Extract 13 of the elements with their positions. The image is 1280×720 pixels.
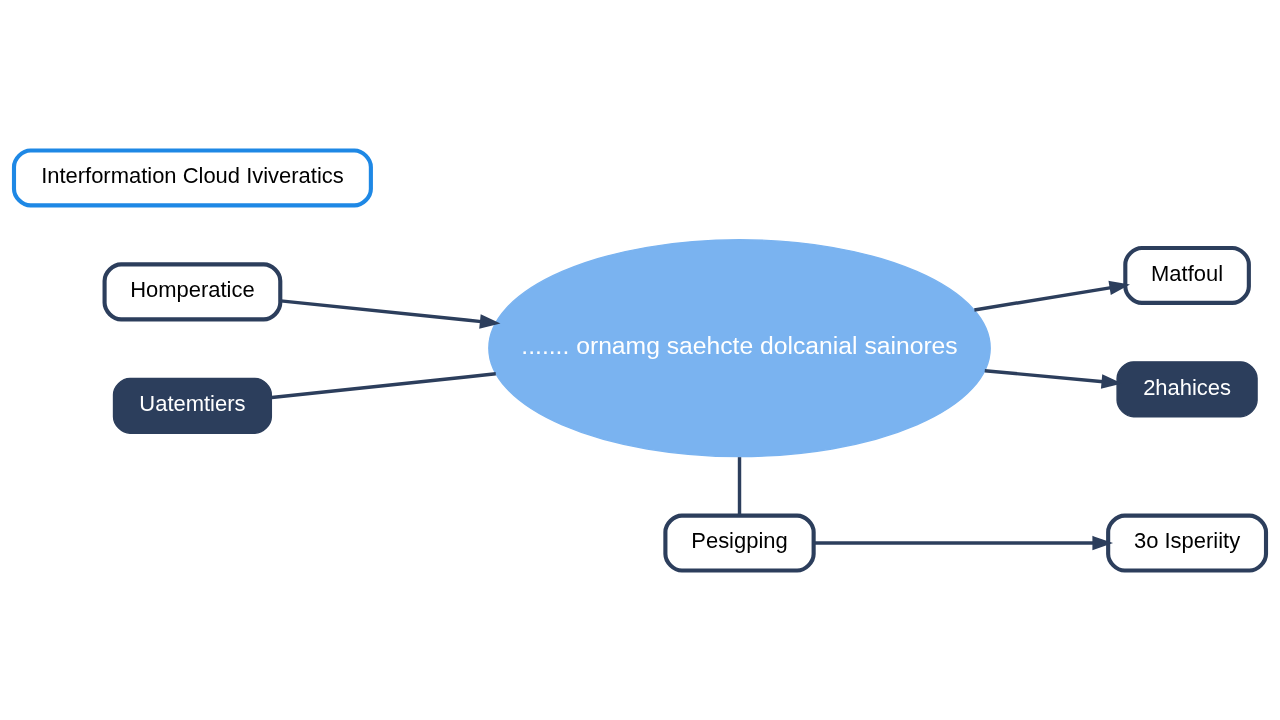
arrow [280,298,501,329]
node-box: 2hahices [1116,360,1258,417]
node-box: Pesigping [663,513,816,573]
connector [271,371,496,399]
arrow [974,280,1130,312]
node-box: Homperatice [102,261,283,321]
node-box: 3o Isperiity [1106,513,1269,573]
node-ellipse: ....... ornamg saehcte dolcanial sainores [488,238,991,457]
node-box: Matfoul [1123,245,1251,305]
arrow [813,535,1114,550]
node-box: Uatemtiers [112,377,273,434]
node-box: Interformation Cloud Iviveratics [11,147,373,207]
connector [737,456,742,515]
